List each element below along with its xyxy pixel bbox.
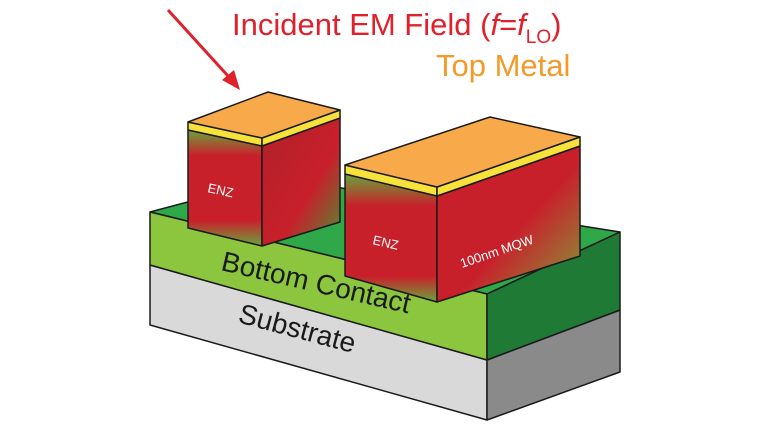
- incident-arrow: [166, 8, 240, 90]
- left-top-metal: [187, 91, 341, 139]
- top-metal-label: Top Metal: [436, 48, 570, 83]
- enz-label-right: ENZ: [371, 232, 400, 252]
- right-pillar: [344, 116, 581, 303]
- title-prefix: Incident EM Field (: [232, 7, 491, 42]
- title-suffix: ): [551, 7, 561, 42]
- incident-field-title: Incident EM Field (f=fLO): [232, 7, 561, 48]
- left-pillar: [187, 91, 341, 247]
- right-top-metal: [344, 116, 581, 188]
- title-subscript: LO: [526, 27, 551, 48]
- enz-label-left: ENZ: [206, 180, 235, 200]
- title-equals: =: [499, 7, 517, 42]
